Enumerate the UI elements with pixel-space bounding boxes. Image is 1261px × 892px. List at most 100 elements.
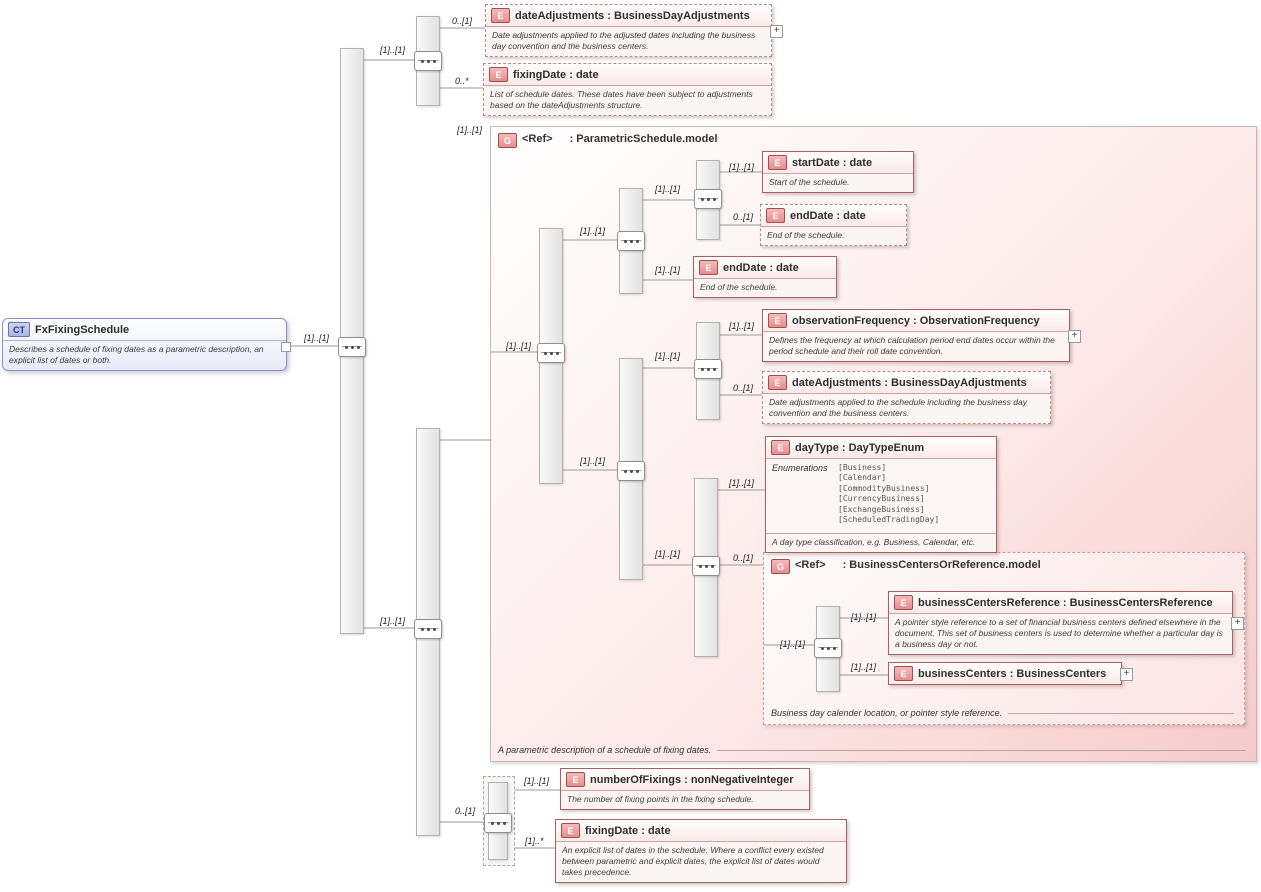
element-doc: Start of the schedule. [763,173,913,193]
element-icon: E [768,155,787,170]
sequence-icon[interactable] [617,231,645,251]
sequence-icon[interactable] [692,556,720,576]
sequence-icon[interactable] [414,619,442,639]
cardinality-label: 0..[1] [733,383,754,393]
element-icon: E [699,260,718,275]
element-header: E fixingDate : date [556,820,846,841]
element-title: businessCentersReference : BusinessCente… [918,596,1213,609]
element-title: fixingDate : date [585,824,671,837]
group-title: : ParametricSchedule.model [569,133,718,145]
connector-nub [281,342,291,352]
element-icon: E [566,772,585,787]
element-doc: A pointer style reference to a set of fi… [889,613,1232,655]
element-title: startDate : date [792,156,873,169]
sequence-icon[interactable] [617,461,645,481]
element-doc: End of the schedule. [694,278,836,298]
element-header: E dayType : DayTypeEnum [766,437,996,458]
cardinality-label: [1]..[1] [655,265,681,275]
element-header: E observationFrequency : ObservationFreq… [763,310,1069,331]
element-title: endDate : date [723,261,799,274]
sequence-icon[interactable] [414,51,442,71]
cardinality-label: [1]..[1] [655,549,681,559]
cardinality-label: [1]..[1] [380,616,406,626]
cardinality-label: [1]..[1] [380,45,406,55]
element-businessCenters[interactable]: E businessCenters : BusinessCenters + [888,662,1133,685]
expand-icon[interactable]: + [1068,329,1081,343]
cardinality-label: 0..[1] [733,553,754,563]
element-header: E fixingDate : date [484,64,771,85]
element-icon: E [766,208,785,223]
expand-icon[interactable]: + [1231,617,1244,631]
element-endDate[interactable]: E endDate : date End of the schedule. [693,256,837,299]
element-icon: E [894,595,913,610]
group-annotation: A parametric description of a schedule o… [498,745,1246,755]
element-dateAdjustments-adjusted[interactable]: E dateAdjustments : BusinessDayAdjustmen… [485,4,783,58]
element-icon: E [894,666,913,681]
cardinality-label: [1]..[1] [851,662,877,672]
enum-value: [ScheduledTradingDay] [838,514,940,524]
sequence-icon[interactable] [694,359,722,379]
element-doc: Defines the frequency at which calculati… [763,331,1069,362]
complextype-icon: CT [8,322,30,337]
element-header: E startDate : date [763,152,913,173]
group-icon: G [771,559,790,574]
enum-value: [CommodityBusiness] [838,483,930,493]
enum-value: [ExchangeBusiness] [838,504,925,514]
element-header: E dateAdjustments : BusinessDayAdjustmen… [763,372,1050,393]
complextype-header: CT FxFixingSchedule [3,319,286,340]
sequence-icon[interactable] [694,189,722,209]
sequence-icon[interactable] [484,813,512,833]
cardinality-label: [1]..[1] [729,321,755,331]
element-fixingDate-explicit[interactable]: E fixingDate : date An explicit list of … [555,819,847,884]
enum-value: [Business] [838,463,887,472]
element-title: dayType : DayTypeEnum [795,441,925,454]
element-doc: An explicit list of dates in the schedul… [556,841,846,883]
expand-icon[interactable]: + [770,24,783,38]
complextype-FxFixingSchedule[interactable]: CT FxFixingSchedule Describes a schedule… [2,318,287,372]
enumerations-label: Enumerations [772,463,828,473]
element-dateAdjustments-schedule[interactable]: E dateAdjustments : BusinessDayAdjustmen… [762,371,1051,425]
cardinality-label: [1]..* [525,836,544,846]
group-annotation: Business day calender location, or point… [771,708,1234,718]
element-dayType[interactable]: E dayType : DayTypeEnum Enumerations [Bu… [765,436,997,554]
element-header: E endDate : date [761,205,906,226]
element-icon: E [768,375,787,390]
enum-value: [Calendar] [838,473,887,483]
element-doc: The number of fixing points in the fixin… [561,790,809,810]
cardinality-label: [1]..[1] [506,341,532,351]
cardinality-label: [1]..[1] [655,184,681,194]
cardinality-label: [1]..[1] [580,226,606,236]
element-title: dateAdjustments : BusinessDayAdjustments [792,376,1027,389]
element-icon: E [491,8,510,23]
sequence-icon[interactable] [814,638,842,658]
element-observationFrequency[interactable]: E observationFrequency : ObservationFreq… [762,309,1081,363]
sequence-icon[interactable] [537,343,565,363]
element-startDate[interactable]: E startDate : date Start of the schedule… [762,151,914,194]
group-annotation-text: A parametric description of a schedule o… [498,745,712,755]
cardinality-label: 0..[1] [455,806,476,816]
cardinality-label: 0..* [455,76,469,86]
element-doc: List of schedule dates. These dates have… [484,85,771,116]
group-header: G <Ref> : BusinessCentersOrReference.mod… [771,559,1055,574]
element-numberOfFixings[interactable]: E numberOfFixings : nonNegativeInteger T… [560,768,810,811]
element-doc: Date adjustments applied to the schedule… [763,393,1050,424]
element-endDate-optional[interactable]: E endDate : date End of the schedule. [760,204,907,247]
element-businessCentersReference[interactable]: E businessCentersReference : BusinessCen… [888,591,1244,656]
element-header: E businessCenters : BusinessCenters [889,663,1121,684]
enum-value: [CurrencyBusiness] [838,494,925,504]
element-title: businessCenters : BusinessCenters [918,667,1107,680]
expand-icon[interactable]: + [1120,667,1133,681]
cardinality-label: [1]..[1] [655,351,681,361]
cardinality-label: [1]..[1] [729,478,755,488]
complextype-doc: Describes a schedule of fixing dates as … [3,340,286,370]
enumerations-section: Enumerations [Business] [Calendar] [Comm… [766,458,996,533]
sequence-icon[interactable] [338,337,366,357]
cardinality-label: 0..[1] [733,212,754,222]
cardinality-label: [1]..[1] [524,776,550,786]
element-fixingDate-schedule[interactable]: E fixingDate : date List of schedule dat… [483,63,772,117]
group-annotation-text: Business day calender location, or point… [771,708,1003,718]
element-header: E numberOfFixings : nonNegativeInteger [561,769,809,790]
element-doc: A day type classification, e.g. Business… [766,533,996,553]
